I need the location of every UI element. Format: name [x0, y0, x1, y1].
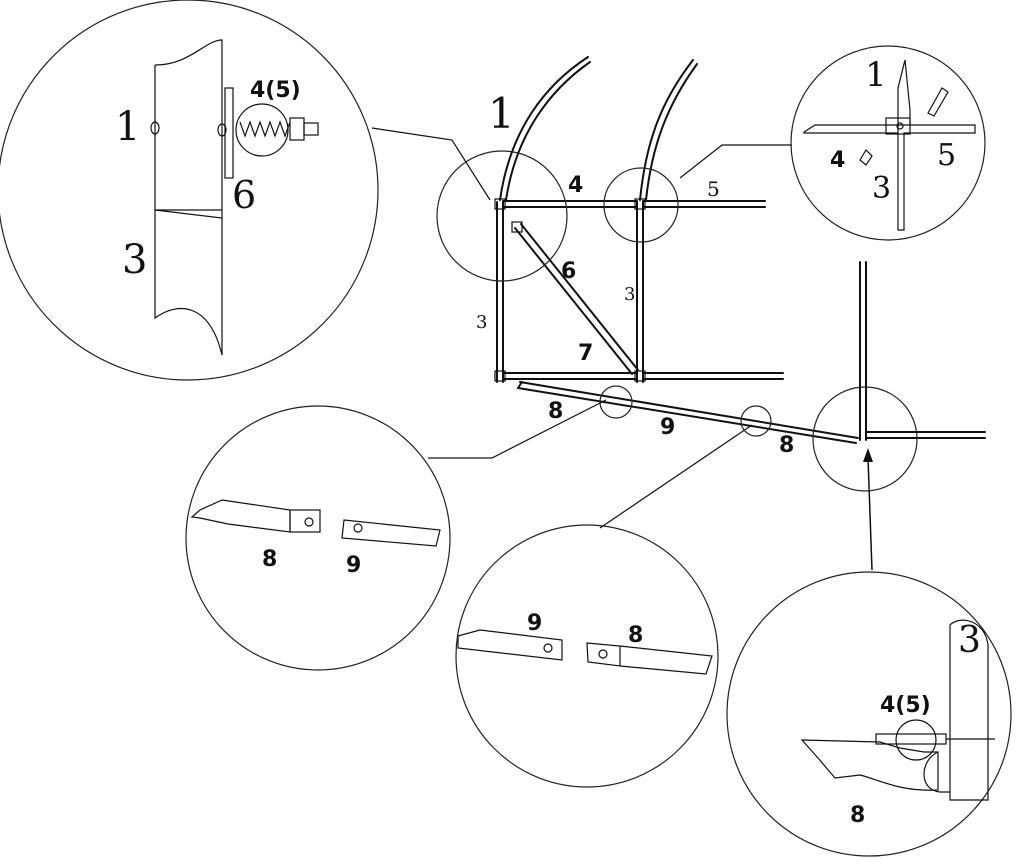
label-tr-3: 3 — [872, 171, 891, 206]
detail-circle-corner-mid — [603, 167, 679, 243]
zoom-top-left — [0, 0, 379, 381]
label-l-8: 8 — [262, 547, 277, 572]
label-main-6: 6 — [561, 259, 576, 284]
leader-top-right — [679, 144, 792, 179]
detail-circle-joint-left — [599, 385, 633, 419]
label-tr-4: 4 — [830, 148, 845, 173]
detail-circle-joint-right — [740, 405, 772, 437]
label-c-8: 8 — [628, 623, 643, 648]
label-main-4: 4 — [568, 173, 583, 198]
leader-top-left — [371, 127, 491, 201]
zoom-joint-left — [185, 405, 451, 671]
label-main-8a: 8 — [548, 399, 563, 424]
leader-left-joint — [428, 399, 607, 459]
label-main-3b: 3 — [624, 284, 635, 305]
main-frame — [494, 56, 986, 444]
detail-circle-corner-right — [812, 386, 918, 492]
label-main-3a: 3 — [476, 312, 487, 333]
label-br-45: 4(5) — [880, 693, 931, 718]
label-big-1: 1 — [115, 104, 140, 150]
label-tr-5: 5 — [937, 138, 956, 173]
label-main-8b: 8 — [779, 433, 794, 458]
label-big-45: 4(5) — [250, 78, 301, 103]
label-big-6: 6 — [232, 173, 256, 217]
zoom-joint-center — [455, 524, 719, 788]
label-l-9: 9 — [346, 553, 361, 578]
label-main-1: 1 — [488, 89, 515, 138]
label-br-3: 3 — [958, 620, 981, 661]
label-tr-1: 1 — [865, 55, 887, 95]
leader-center-joint — [599, 424, 753, 529]
label-main-9: 9 — [660, 415, 675, 440]
zoom-top-right — [790, 45, 986, 241]
label-big-3: 3 — [122, 237, 147, 283]
leader-bottom-right — [863, 448, 873, 571]
label-main-7: 7 — [578, 341, 593, 366]
label-main-5: 5 — [707, 177, 720, 201]
zoom-corner-right — [726, 571, 1012, 857]
label-br-8: 8 — [850, 803, 865, 828]
label-c-9: 9 — [527, 611, 542, 636]
detail-circle-corner-left — [436, 150, 568, 282]
